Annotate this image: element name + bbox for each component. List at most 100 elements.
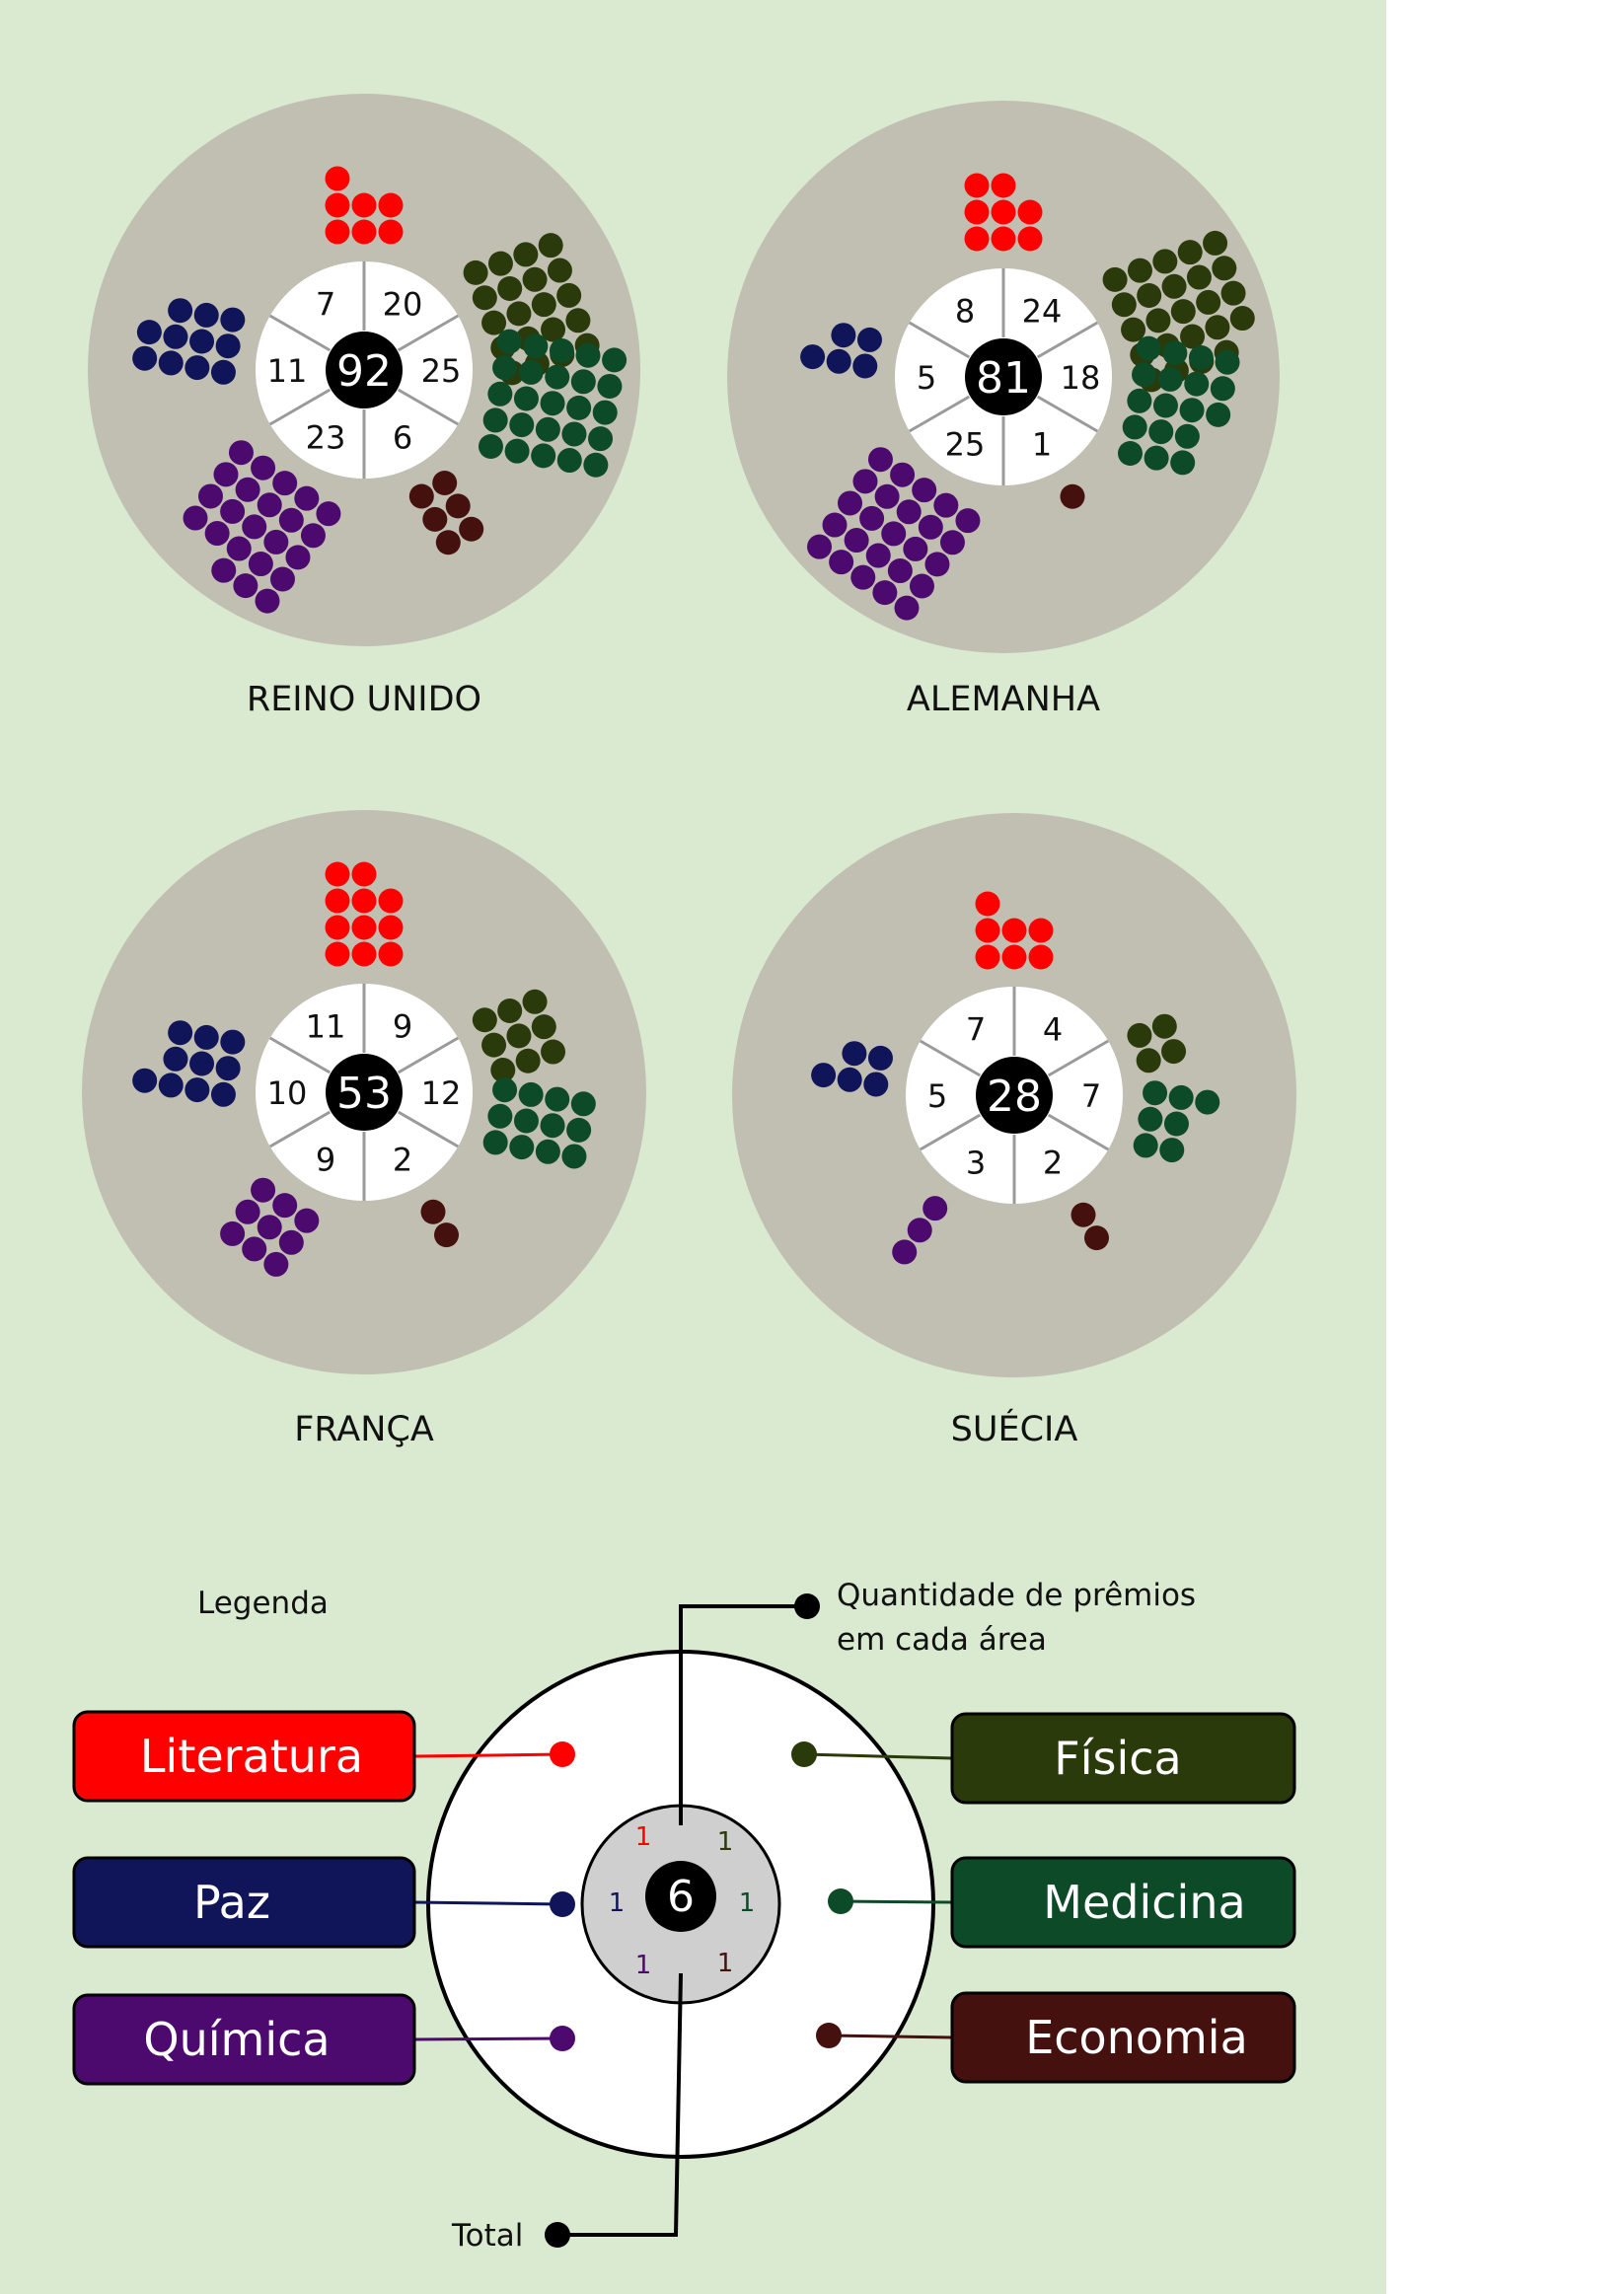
prize-dot-literatura [325, 166, 350, 191]
prize-dot-paz [158, 350, 184, 376]
prize-dot-medicina [492, 355, 518, 381]
prize-dot-medicina [523, 333, 549, 359]
segment-value-economia: 2 [393, 1142, 412, 1179]
prize-dot-medicina [602, 347, 627, 373]
prize-dot-medicina [540, 1113, 565, 1139]
prize-dot-medicina [531, 443, 556, 469]
prize-dot-paz [168, 1020, 193, 1046]
prize-dot-paz [193, 1024, 219, 1050]
prize-dot-quimica [242, 1236, 267, 1262]
prize-dot-medicina [1206, 402, 1231, 427]
prize-dot-medicina [509, 1135, 535, 1160]
legend-connector [803, 1752, 953, 1760]
prize-dot-fisica [463, 259, 488, 285]
prize-dot-quimica [912, 478, 937, 503]
segment-divider [1047, 1113, 1110, 1151]
prize-dot-medicina [1163, 1111, 1189, 1137]
segment-divider [397, 1110, 460, 1148]
prize-dot-literatura [975, 891, 1000, 917]
prize-dot-medicina [478, 433, 503, 459]
segment-value-literatura: 8 [955, 292, 975, 330]
prize-dot-paz [163, 1046, 188, 1072]
country-name: SUÉCIA [951, 1408, 1078, 1449]
prize-dot-medicina [487, 381, 513, 407]
prize-dot-quimica [865, 543, 891, 568]
prize-dot-paz [220, 307, 246, 333]
prize-dot-literatura [1028, 944, 1054, 970]
prize-dot-quimica [837, 490, 862, 516]
quantity-pointer-dot [794, 1593, 820, 1619]
segment-value-medicina: 12 [421, 1074, 462, 1112]
segment-divider [908, 321, 971, 359]
prize-dot-quimica [894, 595, 920, 621]
legend-box-literatura: Literatura [72, 1710, 575, 1803]
prize-dot-fisica [565, 308, 591, 333]
segment-divider [908, 395, 971, 433]
legend-connector [413, 1900, 563, 1906]
total-value: 28 [987, 1072, 1042, 1122]
prize-dot-paz [826, 348, 851, 374]
prize-dot-economia [435, 530, 461, 555]
segment-divider [397, 388, 460, 426]
prize-dot-paz [185, 1077, 210, 1103]
legend-box-economia: Economia [816, 1991, 1296, 2084]
legend-connector [413, 2036, 563, 2041]
prize-dot-quimica [213, 462, 239, 487]
prize-dot-fisica [1127, 1022, 1152, 1048]
prize-dot-quimica [924, 552, 950, 577]
prize-dot-fisica [1170, 299, 1196, 325]
prize-dot-literatura [991, 199, 1016, 225]
prize-dot-fisica [481, 310, 507, 335]
segment-value-paz: 5 [927, 1077, 947, 1115]
prize-dot-medicina [566, 1117, 592, 1143]
prize-dot-paz [132, 345, 158, 371]
prize-dot-fisica [1145, 308, 1171, 333]
prize-dot-medicina [518, 1081, 544, 1107]
prize-dot-medicina [1132, 362, 1157, 388]
prize-dot-medicina [1159, 1138, 1185, 1163]
legend-box-paz: Paz [72, 1856, 575, 1949]
prize-dot-fisica [1136, 1048, 1161, 1073]
prize-dot-quimica [909, 573, 934, 599]
prize-dot-medicina [540, 391, 565, 416]
country-name: FRANÇA [294, 1410, 434, 1449]
prize-dot-quimica [197, 483, 223, 509]
prize-dot-fisica [1203, 230, 1228, 256]
prize-dot-fisica [1102, 266, 1128, 292]
legend-box-fisica: Física [791, 1712, 1296, 1805]
quantity-label-line1: Quantidade de prêmios [837, 1578, 1196, 1613]
prize-dot-medicina [1168, 1084, 1194, 1110]
prize-dot-quimica [907, 1218, 932, 1243]
legend-dot [791, 1741, 817, 1767]
prize-dot-medicina [1174, 423, 1200, 449]
legend-value-paz: 1 [609, 1888, 626, 1918]
prize-dot-literatura [325, 915, 350, 940]
segment-divider [268, 1110, 332, 1148]
total-value: 92 [336, 346, 392, 397]
prize-dot-literatura [378, 192, 404, 218]
prize-dot-medicina [597, 373, 623, 399]
legend-dot [816, 2023, 842, 2048]
prize-dot-fisica [531, 1014, 556, 1040]
prize-dot-paz [837, 1067, 862, 1092]
prize-dot-medicina [1117, 440, 1143, 466]
segment-divider [919, 1039, 982, 1077]
prize-dot-paz [863, 1072, 889, 1097]
total-value: 53 [336, 1069, 392, 1119]
prize-dot-paz [867, 1045, 893, 1071]
legend-connector [840, 1899, 953, 1904]
legend-box-label: Medicina [1043, 1876, 1245, 1929]
prize-dot-medicina [482, 407, 508, 433]
prize-dot-paz [163, 324, 188, 349]
prize-dot-fisica [1186, 264, 1212, 290]
prize-dot-literatura [325, 888, 350, 914]
prize-dot-quimica [881, 521, 907, 547]
prize-dot-medicina [1136, 335, 1161, 361]
segment-value-fisica: 20 [383, 285, 423, 323]
prize-dot-literatura [325, 861, 350, 887]
legend-value-literatura: 1 [635, 1822, 652, 1852]
prize-dot-fisica [1220, 280, 1246, 306]
prize-dot-quimica [235, 1199, 260, 1224]
prize-dot-quimica [859, 505, 885, 531]
